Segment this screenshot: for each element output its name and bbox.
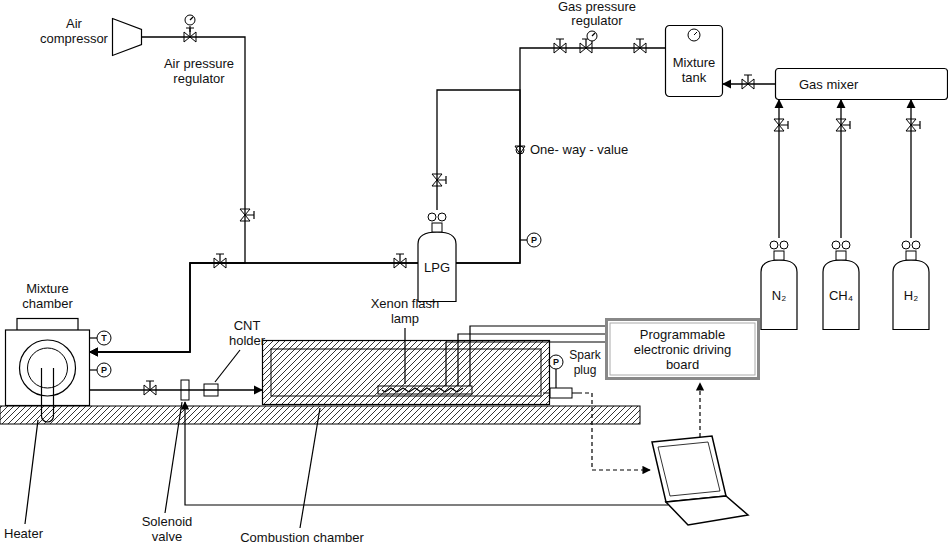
driving-board: Programmable electronic driving board xyxy=(605,318,760,380)
driving-board-outline xyxy=(605,318,760,380)
laptop xyxy=(652,436,748,525)
leader-line xyxy=(165,402,182,513)
xenon-lamp xyxy=(378,386,472,394)
node-label: Mixture tank xyxy=(670,55,718,85)
mixture-tank: Mixture tank xyxy=(665,25,723,97)
gas-cylinder: CH₄ xyxy=(820,238,862,330)
valve-symbol xyxy=(432,174,446,186)
node-label: N₂ xyxy=(772,288,786,303)
node-label: Mixture chamber xyxy=(10,281,85,311)
gauge-letter: P xyxy=(550,356,562,368)
lamp-wire xyxy=(446,342,605,386)
leader-line xyxy=(215,350,240,382)
mixture-tank-outline xyxy=(665,25,723,97)
leader-line xyxy=(404,328,405,384)
gas-mixer-outline xyxy=(775,68,948,100)
part-label: One- way - value xyxy=(530,142,650,157)
part-label: Xenon flash lamp xyxy=(370,296,440,326)
valve-symbol xyxy=(214,254,226,268)
pressure-gauge xyxy=(587,31,597,43)
part-label: Air pressure regulator xyxy=(158,56,240,86)
valve-symbol xyxy=(906,119,920,131)
part-label: Gas pressure regulator xyxy=(552,0,642,28)
gas-line xyxy=(90,37,245,352)
valve-symbol xyxy=(742,75,754,89)
compressor-outline xyxy=(112,18,142,56)
compressor: Air compressor xyxy=(112,18,142,56)
gas-cylinder: LPG xyxy=(415,210,459,302)
part-label: Solenoid valve xyxy=(136,514,198,544)
spark-plug-tip xyxy=(543,392,578,393)
node-label: Combustion chamber xyxy=(222,530,382,545)
control-line xyxy=(185,402,668,505)
gas-cylinder-outline xyxy=(758,238,800,330)
valve-symbol xyxy=(836,119,850,131)
part-label: Spark plug xyxy=(566,348,604,378)
valve-symbol xyxy=(144,381,156,395)
gas-line xyxy=(723,83,775,84)
gas-cylinder-outline xyxy=(415,210,459,302)
node-label: Air compressor xyxy=(38,16,110,46)
leader-line xyxy=(300,408,320,528)
lamp-wire xyxy=(470,326,605,386)
node-label: LPG xyxy=(424,260,450,275)
gauge-letter: P xyxy=(98,364,110,376)
gas-line xyxy=(90,90,520,352)
gauge-symbol xyxy=(549,355,563,388)
signal-line xyxy=(699,383,700,437)
gas-line xyxy=(840,100,841,238)
spark-plug xyxy=(550,388,572,398)
node-label: Programmable electronic driving board xyxy=(627,327,739,372)
mixture-chamber: Mixture chamber xyxy=(5,318,90,406)
node-label: Gas mixer xyxy=(799,77,858,92)
gauge-symbol xyxy=(90,363,111,377)
gauge-letter: T xyxy=(98,332,110,344)
gas-cylinder: H₂ xyxy=(890,238,932,330)
valve-symbol xyxy=(394,254,406,268)
gauge-letter: P xyxy=(528,234,540,246)
combustion-chamber: Combustion chamber xyxy=(262,340,550,405)
signal-line xyxy=(578,393,650,470)
gas-line xyxy=(90,48,665,352)
gas-mixer: Gas mixer xyxy=(775,68,948,100)
gauge-symbol xyxy=(90,331,111,345)
part-label: CNT holder xyxy=(224,318,270,348)
gas-cylinder-outline xyxy=(890,238,932,330)
gas-line xyxy=(910,100,911,238)
gas-line xyxy=(90,389,262,390)
node-label: CH₄ xyxy=(829,288,853,303)
gas-cylinder-outline xyxy=(820,238,862,330)
valve-symbol xyxy=(774,119,788,131)
valve-symbol xyxy=(554,39,566,53)
valve-symbol xyxy=(240,209,254,221)
combustion-chamber-outline xyxy=(262,340,550,405)
gas-line xyxy=(778,100,779,238)
gas-cylinder: N₂ xyxy=(758,238,800,330)
valve-symbol xyxy=(634,39,646,53)
pressure-gauge xyxy=(185,15,195,32)
node-label: H₂ xyxy=(904,288,918,303)
part-label: Heater xyxy=(4,526,54,541)
lamp-coil xyxy=(382,388,463,392)
gauge-symbol xyxy=(520,233,541,247)
leader-line xyxy=(25,420,38,524)
mixture-chamber-outline xyxy=(5,318,90,406)
